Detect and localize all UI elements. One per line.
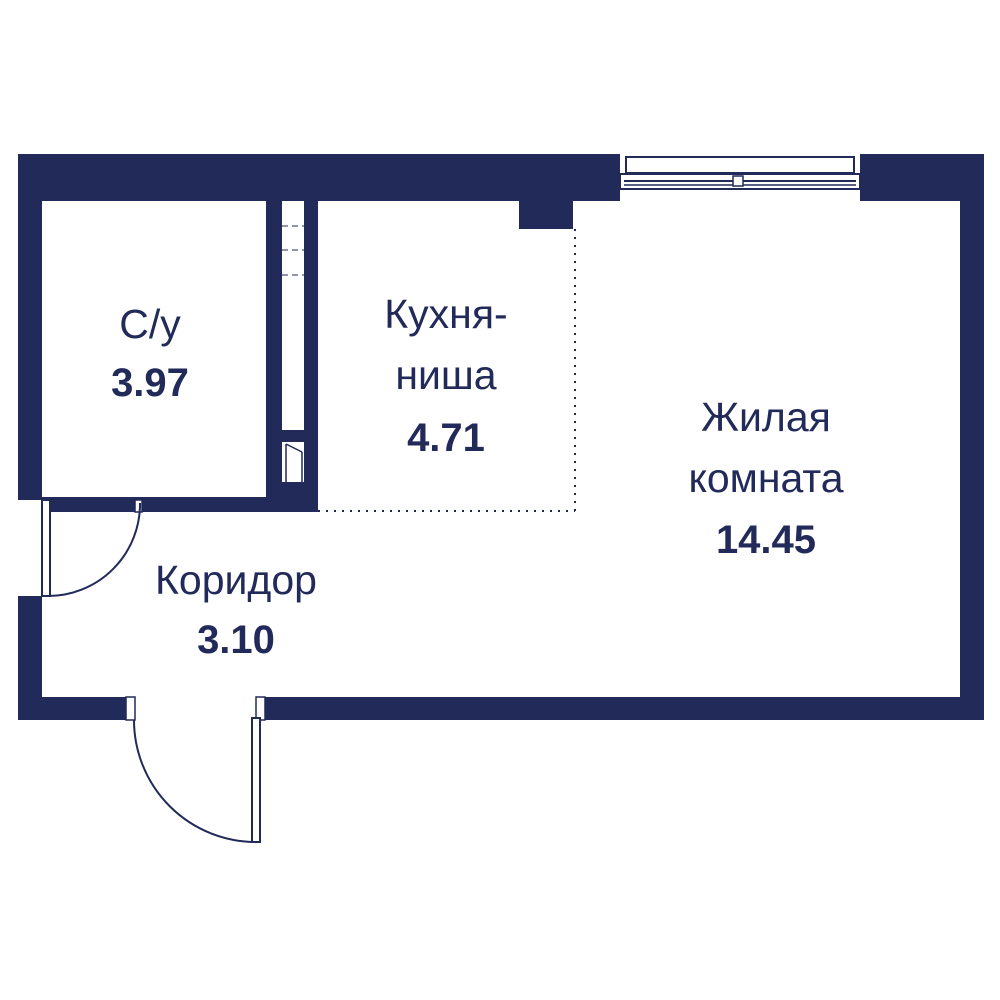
kitchen-label-line1: Кухня- [384,291,507,337]
kitchen-area: 4.71 [407,416,485,460]
bathroom-area: 3.97 [111,361,189,405]
column [519,201,573,229]
living-room-area: 14.45 [716,518,816,562]
bathroom-door [41,499,143,597]
bottom-wall-right [262,697,984,720]
right-wall [960,154,984,720]
bathroom-right-wall [266,201,282,512]
bathroom-bottom-wall-right [140,497,318,512]
kitchen-niche-boundary [318,229,576,512]
vent-duct [282,225,304,497]
bathroom-bottom-wall-left [42,497,140,512]
room-labels: С/у 3.97 Кухня- ниша 4.71 Жилая комната … [111,291,844,662]
entrance-door [125,696,266,843]
living-room-label-line1: Жилая [701,394,831,440]
left-wall-upper [18,154,42,500]
duct-wall [304,201,318,512]
bathroom-label: С/у [119,301,181,347]
kitchen-label-line2: ниша [395,352,496,398]
living-room-label-line2: комната [688,455,843,501]
bottom-wall-left [18,697,132,720]
corridor-label: Коридор [155,557,317,603]
exterior-walls [18,154,984,720]
interior-walls [42,201,573,512]
window [619,154,861,201]
corridor-area: 3.10 [197,618,275,662]
